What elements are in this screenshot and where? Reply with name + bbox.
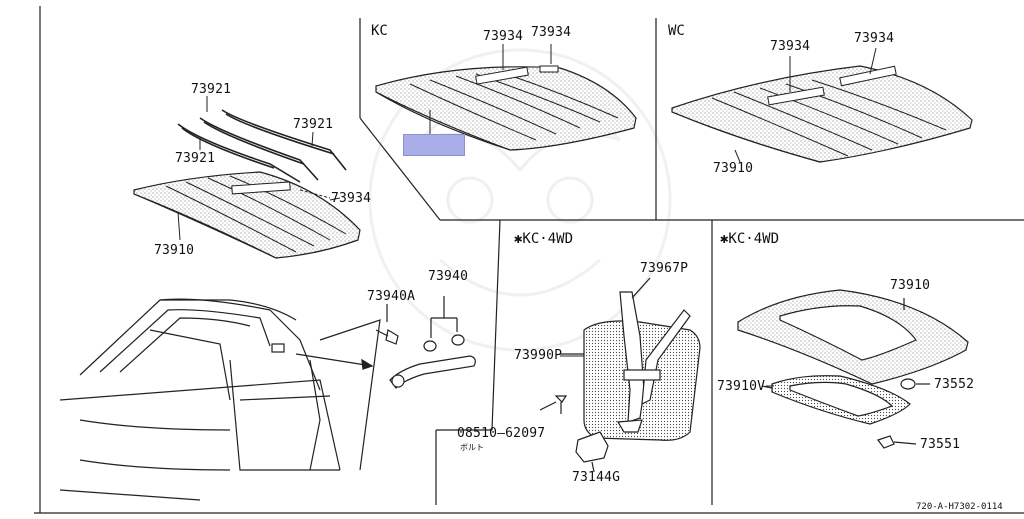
sunroof-trim-73910V — [761, 375, 911, 425]
part-label: 73934 — [854, 31, 895, 46]
part-label: 08510–62097 — [457, 426, 546, 441]
part-label: 73934 — [331, 191, 372, 206]
kc-roof-headliner — [375, 44, 637, 151]
assist-grip-parts — [375, 296, 476, 389]
left-roof-headliner — [133, 171, 361, 259]
part-label: 73940A — [367, 289, 416, 304]
part-label: 73921 — [191, 82, 232, 97]
section-kc: KC — [371, 23, 388, 39]
part-label: 73144G — [572, 470, 621, 485]
arrow-to-grip — [295, 353, 374, 370]
part-label: 73552 — [934, 377, 975, 392]
section-wc: WC — [668, 23, 685, 39]
part-label: 73551 — [920, 437, 961, 452]
highlight-marker — [403, 134, 465, 156]
part-label: 73934 — [483, 29, 524, 44]
part-label: 73990P — [514, 348, 563, 363]
bolt-note: ボルト — [460, 443, 484, 452]
clip-73552 — [900, 378, 930, 390]
leader-lines — [329, 197, 774, 387]
part-label: 73934 — [531, 25, 572, 40]
wc-roof-headliner — [671, 47, 973, 163]
part-label: 73940 — [428, 269, 469, 284]
part-label: 73910V — [717, 379, 766, 394]
part-label: 73934 — [770, 39, 811, 54]
belt-73967P — [560, 277, 691, 433]
section-kc-4wd-center: ✱KC·4WD — [514, 231, 574, 247]
sunroof-headliner-73910 — [737, 289, 969, 385]
part-label: 73910 — [154, 243, 195, 258]
section-kc-4wd-right: ✱KC·4WD — [720, 231, 780, 247]
part-label: 73910 — [890, 278, 931, 293]
part-label: 73921 — [175, 151, 216, 166]
diagram-code: 720-A-H7302-0114 — [916, 502, 1003, 512]
left-rods — [177, 96, 347, 183]
clip-73551 — [877, 435, 917, 449]
truck-cab — [59, 298, 381, 501]
frame-lines — [34, 6, 1024, 514]
part-label: 73967P — [640, 261, 689, 276]
bolt-and-bracket — [539, 395, 609, 473]
part-label: 73921 — [293, 117, 334, 132]
part-label: 73910 — [713, 161, 754, 176]
